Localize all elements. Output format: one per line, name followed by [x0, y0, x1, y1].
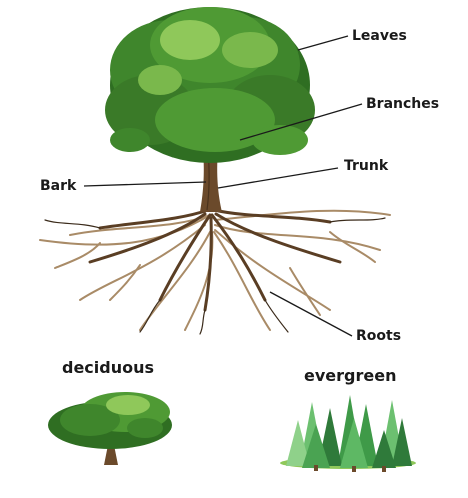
deciduous-tree: [48, 392, 172, 465]
leader-bark: [84, 182, 206, 186]
label-trunk: Trunk: [344, 158, 388, 174]
caption-deciduous: deciduous: [62, 358, 154, 377]
canopy: [105, 7, 315, 163]
label-leaves: Leaves: [352, 28, 407, 44]
label-branches: Branches: [366, 96, 439, 112]
leader-trunk: [218, 168, 338, 188]
leader-leaves: [298, 36, 348, 50]
label-bark: Bark: [40, 178, 76, 194]
label-roots: Roots: [356, 328, 401, 344]
roots: [40, 210, 390, 334]
caption-evergreen: evergreen: [304, 366, 396, 385]
evergreen-trees: [280, 395, 416, 472]
